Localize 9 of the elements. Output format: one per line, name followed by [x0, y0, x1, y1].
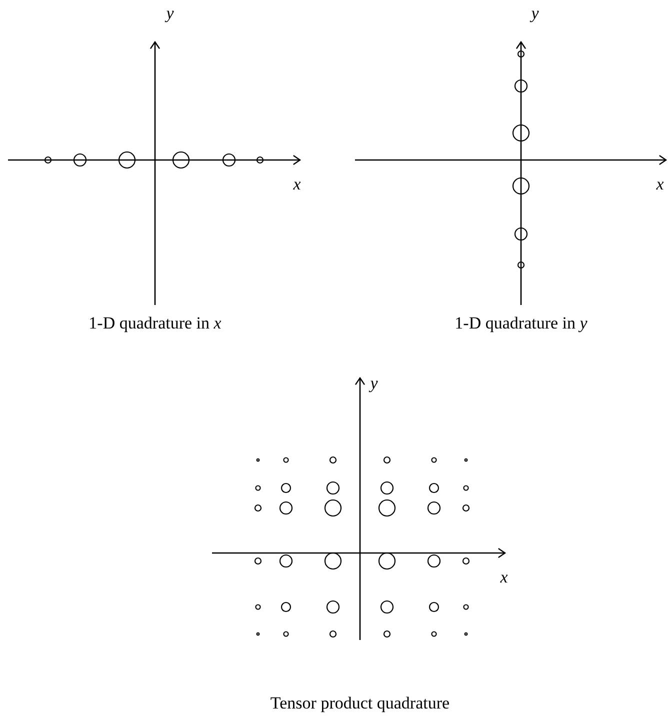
axis-label: y — [166, 4, 174, 24]
panel-caption: Tensor product quadrature — [270, 694, 450, 714]
axis-label: x — [293, 176, 301, 194]
axis-label: x — [500, 568, 508, 588]
axis-label: x — [656, 176, 664, 194]
axis-label: y — [370, 374, 378, 394]
panel-caption: 1-D quadrature in x — [88, 314, 222, 334]
panel-caption: 1-D quadrature in y — [454, 314, 588, 334]
axis-label: y — [531, 4, 539, 24]
